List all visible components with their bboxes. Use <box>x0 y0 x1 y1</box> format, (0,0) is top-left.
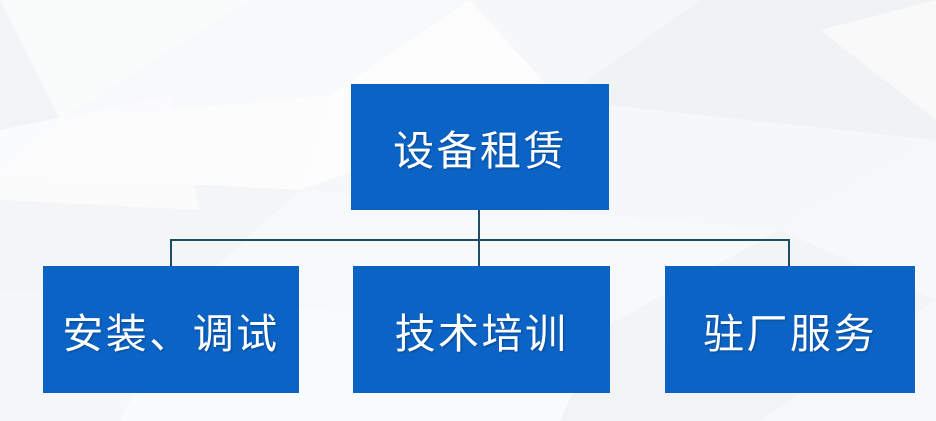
org-node-child-2[interactable]: 技术培训 <box>353 266 610 393</box>
org-node-child-1-label: 安装、调试 <box>62 309 280 358</box>
connector-root-stem <box>478 210 480 241</box>
org-node-root[interactable]: 设备租赁 <box>351 84 609 210</box>
org-node-child-2-label: 技术培训 <box>394 309 569 358</box>
connector-drop-left <box>170 239 172 267</box>
org-node-child-3[interactable]: 驻厂服务 <box>665 266 915 393</box>
org-node-root-label: 设备租赁 <box>393 127 567 175</box>
connector-drop-right <box>788 239 790 267</box>
org-node-child-3-label: 驻厂服务 <box>703 309 877 358</box>
connector-horizontal-bus <box>170 239 790 241</box>
connector-drop-middle <box>478 239 480 267</box>
org-node-child-1[interactable]: 安装、调试 <box>43 266 299 393</box>
